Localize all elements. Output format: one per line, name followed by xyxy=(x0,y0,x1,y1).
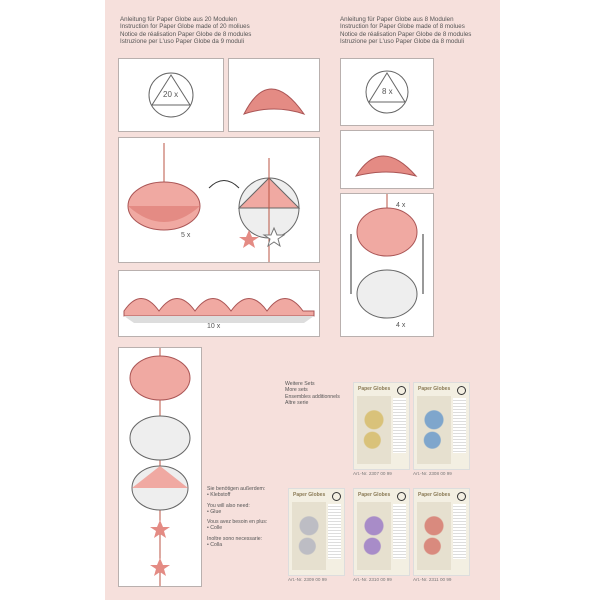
text-line: • Klebstoff xyxy=(207,492,231,499)
heading-line: Notice de réalisation Paper Globe de 8 m… xyxy=(120,30,252,38)
product-text-column xyxy=(453,398,466,453)
count-label: 8 x xyxy=(382,87,393,96)
brand-logo-icon xyxy=(397,386,406,395)
article-number: Art.-Nr. 2310 00 99 xyxy=(353,577,392,582)
product-card[interactable]: Paper Globes xyxy=(413,488,470,576)
text-line: • Colla xyxy=(207,542,223,549)
text-line: Sie benötigen außerdem: xyxy=(207,486,266,492)
step-circle-20: 20 x xyxy=(118,58,224,132)
product-image xyxy=(417,396,451,464)
product-text-column xyxy=(453,504,466,559)
article-number: Art.-Nr. 2311 00 99 xyxy=(413,577,452,582)
count-label: 4 x xyxy=(396,202,406,209)
brand-logo-icon xyxy=(457,386,466,395)
also-need-text: Sie benötigen außerdem:• Klebstoff You w… xyxy=(207,486,267,548)
brand-logo-icon xyxy=(457,492,466,501)
step-folded-module-8 xyxy=(340,130,434,189)
product-card[interactable]: Paper Globes xyxy=(353,488,410,576)
step-folded-module xyxy=(228,58,320,132)
count-label: 20 x xyxy=(163,90,179,99)
text-line: Vous avez besoin en plus: xyxy=(207,519,268,526)
step-circle-8: 8 x xyxy=(340,58,434,126)
count-label: 5 x xyxy=(181,232,191,239)
article-number: Art.-Nr. 2308 00 99 xyxy=(413,471,452,476)
text-line: Ensembles additionnels xyxy=(285,393,340,400)
text-line: • Colle xyxy=(207,525,223,532)
count-label: 10 x xyxy=(207,323,221,330)
product-text-column xyxy=(328,504,341,559)
product-image xyxy=(417,502,451,570)
heading-line: Istruzione per L'uso Paper Globe da 8 mo… xyxy=(340,37,464,45)
product-card[interactable]: Paper Globes xyxy=(288,488,345,576)
product-text-column xyxy=(393,504,406,559)
heading-line: Instruction for Paper Globe made of 20 m… xyxy=(120,23,250,31)
product-title: Paper Globes xyxy=(293,492,326,498)
heading-line: Instruction for Paper Globe made of 8 mo… xyxy=(340,23,465,31)
brand-logo-icon xyxy=(332,492,341,501)
product-card[interactable]: Paper Globes xyxy=(413,382,470,470)
article-number: Art.-Nr. 2307 00 99 xyxy=(353,471,392,476)
count-label: 4 x xyxy=(396,322,406,329)
product-title: Paper Globes xyxy=(418,492,451,498)
text-line: Weitere Sets xyxy=(285,381,315,387)
text-line: Altre serie xyxy=(285,399,309,406)
step-band-10: 10 x xyxy=(118,270,320,337)
product-text-column xyxy=(393,398,406,453)
product-card[interactable]: Paper Globes xyxy=(353,382,410,470)
step-assemble-8: 4 x 4 x xyxy=(340,193,434,337)
product-title: Paper Globes xyxy=(418,386,451,392)
step-assemble-top: 5 x xyxy=(118,137,320,263)
text-line: More sets xyxy=(285,387,308,394)
text-line: • Glue xyxy=(207,508,222,515)
heading-20-modules: Anleitung für Paper Globe aus 20 Modulen… xyxy=(120,16,251,45)
heading-line: Anleitung für Paper Globe aus 8 Modulen xyxy=(340,16,454,23)
article-number: Art.-Nr. 2309 00 99 xyxy=(288,577,327,582)
heading-line: Anleitung für Paper Globe aus 20 Modulen xyxy=(120,16,237,23)
product-image xyxy=(357,502,391,570)
product-title: Paper Globes xyxy=(358,386,391,392)
product-title: Paper Globes xyxy=(358,492,391,498)
brand-logo-icon xyxy=(397,492,406,501)
heading-line: Notice de réalisation Paper Globe de 8 m… xyxy=(340,30,472,38)
product-image xyxy=(357,396,391,464)
step-final-assembly xyxy=(118,347,202,587)
text-line: Inoltre sono necessarie: xyxy=(207,535,263,542)
product-image xyxy=(292,502,326,570)
text-line: You will also need: xyxy=(207,502,250,509)
heading-line: Istruzione per L'uso Paper Globe da 9 mo… xyxy=(120,37,244,45)
